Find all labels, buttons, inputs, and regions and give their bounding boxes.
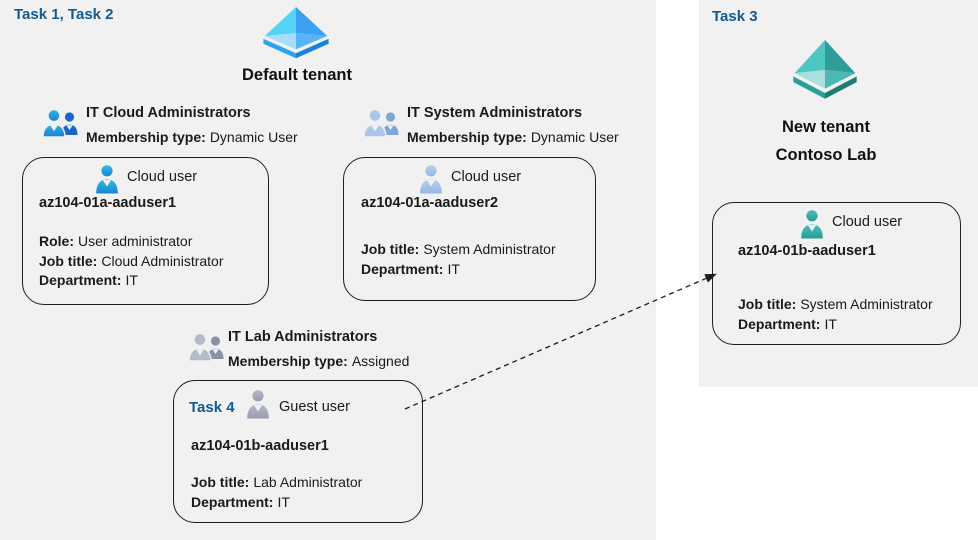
field-value: IT — [447, 260, 460, 277]
field-value: Lab Administrator — [253, 474, 363, 490]
field-label: Job title: — [361, 241, 420, 257]
group-users-icon-gray — [188, 331, 226, 363]
entra-tenant-icon-teal — [792, 40, 858, 102]
user-fields: Role:User administrator Job title:Cloud … — [39, 232, 224, 291]
membership-line-system-admins: Membership type:Dynamic User — [407, 129, 619, 145]
username: az104-01a-aaduser1 — [39, 195, 177, 211]
default-tenant-region — [0, 0, 656, 540]
field-label: Department: — [39, 272, 122, 288]
group-title-lab-admins: IT Lab Administrators — [228, 329, 378, 345]
username: az104-01a-aaduser2 — [361, 195, 499, 211]
username: az104-01b-aaduser1 — [191, 438, 329, 454]
group-title-system-admins: IT System Administrators — [407, 105, 583, 121]
field-value: IT — [125, 272, 138, 288]
membership-line-lab-admins: Membership type:Assigned — [228, 353, 409, 369]
group-title-cloud-admins: IT Cloud Administrators — [86, 105, 251, 121]
field-value: Cloud Administrator — [101, 252, 224, 269]
task-1-2-label: Task 1, Task 2 — [14, 6, 114, 23]
field-label: Department: — [738, 315, 821, 332]
membership-line-cloud-admins: Membership type:Dynamic User — [86, 129, 298, 145]
person-icon-teal — [800, 209, 824, 239]
user-type-label: Cloud user — [127, 169, 198, 185]
membership-value: Dynamic User — [209, 129, 298, 145]
membership-label: Membership type: — [228, 353, 348, 369]
person-icon-gray — [246, 389, 270, 419]
field-value: System Administrator — [800, 296, 933, 312]
user-type-label: Cloud user — [832, 214, 903, 230]
user-type-label: Guest user — [279, 399, 350, 415]
user-fields: Job title:System Administrator Departmen… — [738, 295, 933, 334]
field-label: Department: — [361, 260, 444, 277]
new-tenant-cloud-user-card: Cloud user az104-01b-aaduser1 Job title:… — [712, 202, 961, 345]
membership-label: Membership type: — [407, 129, 527, 145]
field-value: User administrator — [78, 233, 193, 249]
task-3-label: Task 3 — [712, 8, 758, 25]
field-label: Job title: — [191, 474, 250, 490]
membership-value: Dynamic User — [530, 129, 619, 145]
group-users-icon-blue — [42, 107, 80, 139]
cloud-user-card-1: Cloud user az104-01a-aaduser1 Role:User … — [22, 157, 269, 305]
person-icon-cyan — [95, 164, 119, 194]
cloud-user-card-2: Cloud user az104-01a-aaduser2 Job title:… — [343, 157, 596, 301]
field-value: IT — [824, 315, 837, 332]
entra-tenant-icon-blue — [262, 7, 330, 61]
field-label: Role: — [39, 233, 74, 249]
task-4-label: Task 4 — [189, 399, 235, 416]
field-label: Job title: — [39, 252, 98, 269]
field-label: Department: — [191, 493, 274, 510]
user-fields: Job title:System Administrator Departmen… — [361, 240, 556, 279]
username: az104-01b-aaduser1 — [738, 243, 876, 259]
membership-value: Assigned — [351, 353, 410, 369]
new-tenant-title-line1: New tenant — [781, 118, 870, 136]
person-icon-paleblue — [419, 164, 443, 194]
guest-user-card: Task 4 Guest user az104-01b-aaduser1 Job… — [173, 380, 423, 523]
group-users-icon-paleblue — [363, 107, 401, 139]
membership-label: Membership type: — [86, 129, 206, 145]
user-type-label: Cloud user — [451, 169, 522, 185]
field-value: IT — [277, 493, 290, 510]
field-label: Job title: — [738, 296, 797, 312]
new-tenant-title-line2: Contoso Lab — [775, 146, 877, 164]
user-fields: Job title:Lab Administrator Department:I… — [191, 473, 362, 512]
field-value: System Administrator — [423, 241, 556, 257]
default-tenant-title: Default tenant — [241, 66, 352, 84]
